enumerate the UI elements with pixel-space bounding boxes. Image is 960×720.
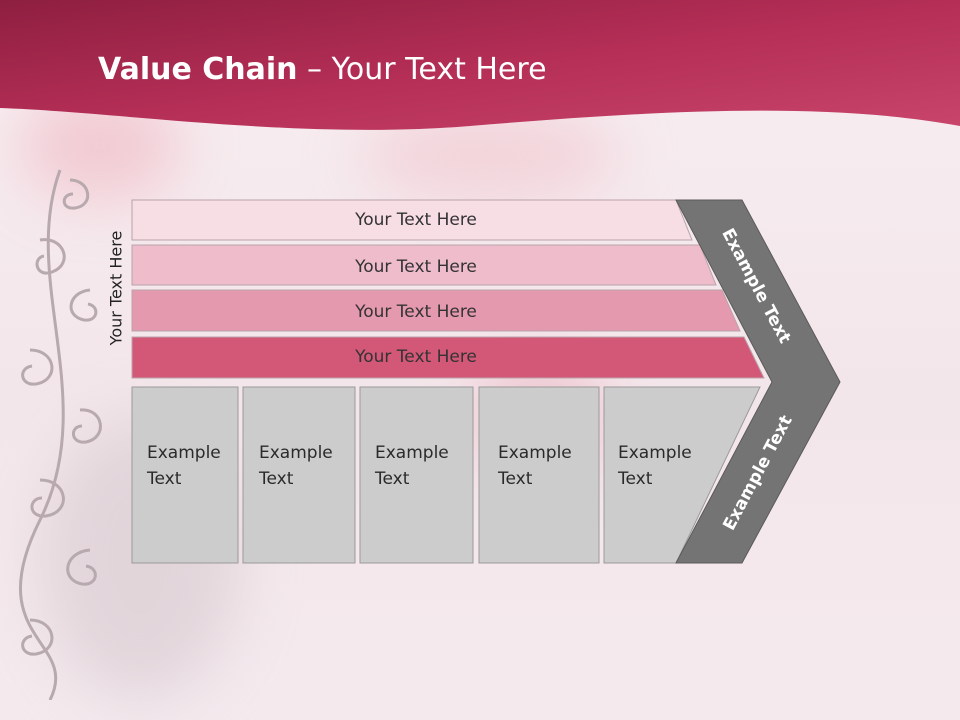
cell-line: Text xyxy=(259,469,294,489)
cell-line: Text xyxy=(498,469,533,489)
cell-line: Text xyxy=(375,469,410,489)
diagram-reflection xyxy=(0,563,960,720)
swirl-decoration xyxy=(19,169,102,700)
title-bold: Value Chain xyxy=(98,52,298,87)
chevron xyxy=(675,199,841,564)
cell-line: Example xyxy=(147,443,221,463)
cell-line: Text xyxy=(618,469,653,489)
row-label-1: Your Text Here xyxy=(355,210,477,230)
row-label-3: Your Text Here xyxy=(355,302,477,322)
header-band xyxy=(0,0,960,130)
cell-line: Example xyxy=(498,443,572,463)
cell-box-3 xyxy=(359,386,474,564)
row-label-2: Your Text Here xyxy=(355,257,477,277)
cell-box-4 xyxy=(478,386,600,564)
title-rest: – Your Text Here xyxy=(297,52,547,87)
cell-line: Text xyxy=(147,469,182,489)
row-bar-4 xyxy=(131,336,765,379)
cell-box-1 xyxy=(131,386,239,564)
cell-box-2 xyxy=(242,386,356,564)
cell-line: Example xyxy=(618,443,692,463)
page-title: Value Chain – Your Text Here xyxy=(98,52,547,87)
row-label-4: Your Text Here xyxy=(355,347,477,367)
cell-line: Example xyxy=(259,443,333,463)
cell-line: Example xyxy=(375,443,449,463)
row-bar-2 xyxy=(131,244,717,286)
row-bar-3 xyxy=(131,289,741,332)
row-bar-1 xyxy=(131,199,693,241)
